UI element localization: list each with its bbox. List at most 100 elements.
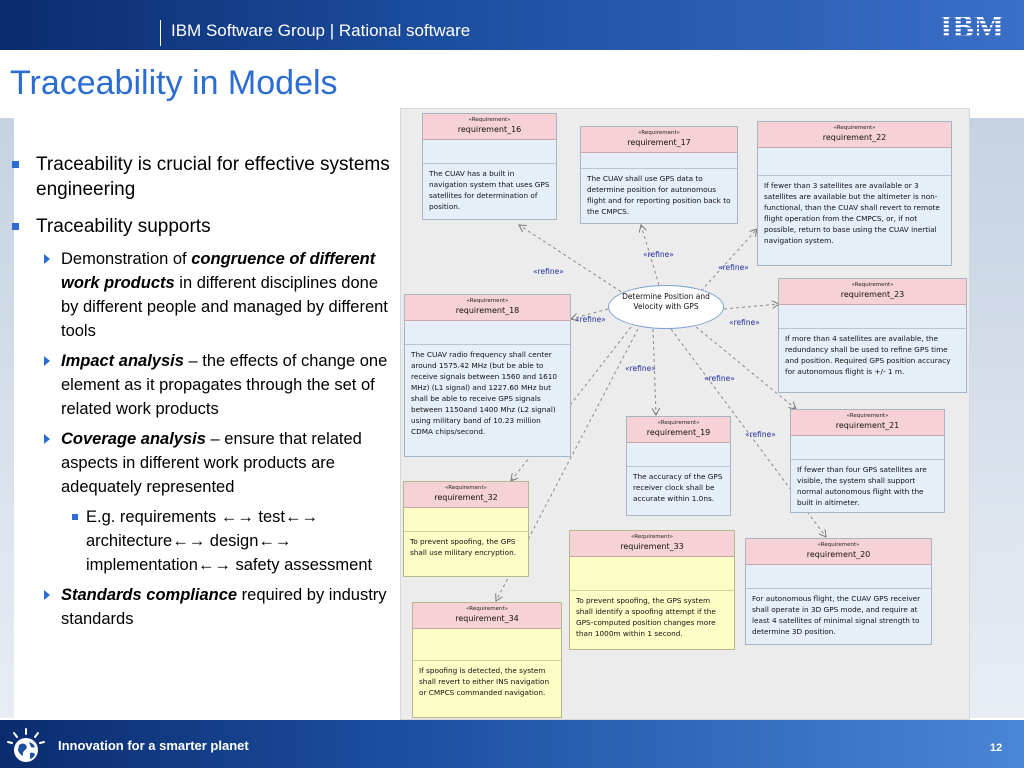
requirement-compartment: [405, 321, 570, 345]
page-title: Traceability in Models: [10, 64, 338, 102]
footer-slogan: Innovation for a smarter planet: [58, 738, 249, 753]
bullet-level1: Traceability supports: [12, 214, 398, 239]
refine-label: «refine»: [745, 430, 776, 439]
smarter-planet-globe-icon: [7, 728, 45, 762]
requirement-header: «Requirement»requirement_16: [423, 114, 556, 140]
bullet-text: Demonstration of: [61, 250, 192, 268]
bullet-text: required by industry standards: [61, 586, 387, 628]
stereotype: «Requirement»: [630, 534, 674, 540]
requirement-text: To prevent spoofing, the GPS shall use m…: [410, 537, 517, 557]
stereotype: «Requirement»: [833, 125, 876, 131]
requirement-name: requirement_20: [806, 550, 871, 559]
requirement-node[interactable]: «Requirement»requirement_16 The CUAV has…: [422, 113, 557, 220]
requirement-compartment: [581, 153, 737, 169]
requirement-header: «Requirement»requirement_34: [413, 603, 561, 629]
bullet-level1: Traceability is crucial for effective sy…: [12, 152, 398, 202]
group-name: IBM Software Group | Rational software: [171, 21, 471, 40]
bullet-list: Traceability is crucial for effective sy…: [12, 152, 398, 637]
stereotype: «Requirement»: [637, 130, 681, 136]
requirement-compartment: [779, 305, 966, 329]
bullet-level2: Standards compliance required by industr…: [12, 583, 398, 631]
bullet-triangle-icon: [44, 590, 50, 600]
requirement-text: If fewer than four GPS satellites are vi…: [797, 465, 927, 507]
bullet-square-icon: [72, 514, 78, 520]
requirement-node[interactable]: «Requirement» requirement_23 If more than…: [778, 278, 967, 393]
requirement-node[interactable]: «Requirement» requirement_22 If fewer tha…: [757, 121, 952, 266]
requirement-node[interactable]: «Requirement» requirement_21 If fewer tha…: [790, 409, 945, 513]
requirement-node[interactable]: «Requirement»requirement_17 The CUAV sha…: [580, 126, 738, 224]
requirement-compartment: [758, 148, 951, 176]
bullet-text: Traceability supports: [36, 216, 211, 237]
refine-label: «refine»: [575, 315, 606, 324]
stereotype: «Requirement»: [817, 542, 860, 548]
bullet-square-icon: [12, 161, 19, 168]
bullet-emphasis: congruence of different work products: [61, 250, 376, 292]
bullet-text: in different disciplines done by differe…: [61, 274, 388, 340]
requirement-name: requirement_18: [455, 306, 520, 315]
requirement-header: «Requirement» requirement_20: [746, 539, 931, 565]
requirement-name: requirement_23: [840, 290, 905, 299]
requirement-node[interactable]: «Requirement» requirement_33 To prevent s…: [569, 530, 735, 650]
requirement-compartment: [746, 565, 931, 589]
requirement-header: «Requirement» requirement_23: [779, 279, 966, 305]
refine-line-18: [571, 308, 609, 319]
stereotype: «Requirement»: [465, 606, 509, 612]
requirement-header: «Requirement» requirement_21: [791, 410, 944, 436]
requirement-node[interactable]: «Requirement»requirement_32 To prevent s…: [403, 481, 529, 577]
requirement-name: requirement_16: [457, 125, 522, 134]
requirement-header: «Requirement»requirement_32: [404, 482, 528, 508]
requirement-header: «Requirement»requirement_17: [581, 127, 737, 153]
bullet-level3: E.g. requirements ←→ test←→ architecture…: [12, 505, 398, 577]
bullet-text: – the effects of change one element as i…: [61, 352, 388, 418]
requirement-text: The accuracy of the GPS receiver clock s…: [633, 472, 723, 503]
requirement-text: The CUAV radio frequency shall center ar…: [411, 350, 558, 436]
requirement-node[interactable]: «Requirement» requirement_20 For autonomo…: [745, 538, 932, 645]
refine-label: «refine»: [533, 267, 564, 276]
requirement-compartment: [570, 557, 734, 591]
requirement-compartment: [791, 436, 944, 460]
stereotype: «Requirement»: [846, 413, 889, 419]
requirement-name: requirement_21: [835, 421, 900, 430]
requirement-header: «Requirement» requirement_22: [758, 122, 951, 148]
requirement-text: For autonomous flight, the CUAV GPS rece…: [752, 594, 921, 636]
requirement-text: If fewer than 3 satellites are available…: [764, 181, 940, 245]
requirement-compartment: [423, 140, 556, 164]
side-band-left: [0, 118, 14, 718]
bullet-square-icon: [12, 223, 19, 230]
header-separator: [160, 20, 161, 46]
requirement-name: requirement_32: [434, 493, 498, 502]
requirement-text: If spoofing is detected, the system shal…: [419, 666, 550, 697]
requirement-text: The CUAV shall use GPS data to determine…: [587, 174, 731, 216]
bullet-text: – ensure that related aspects in differe…: [61, 430, 362, 496]
requirement-node[interactable]: «Requirement»requirement_34 If spoofing …: [412, 602, 562, 718]
side-band-right: [968, 118, 1024, 718]
stereotype: «Requirement»: [466, 298, 509, 304]
refine-label: «refine»: [625, 364, 656, 373]
stereotype: «Requirement»: [851, 282, 894, 288]
requirement-node[interactable]: «Requirement» requirement_18 The CUAV rad…: [404, 294, 571, 457]
bullet-text: Traceability is crucial for effective sy…: [36, 154, 390, 200]
refine-line-22: [700, 229, 757, 292]
use-case-node[interactable]: Determine Position and Velocity with GPS: [608, 285, 724, 329]
header-bar: IBM Software Group | Rational software I…: [0, 0, 1024, 50]
requirement-compartment: [404, 508, 528, 532]
requirement-text: If more than 4 satellites are available,…: [785, 334, 951, 376]
requirement-header: «Requirement» requirement_33: [570, 531, 734, 557]
requirement-name: requirement_33: [620, 542, 684, 551]
refine-line-19: [653, 328, 656, 415]
refine-label: «refine»: [704, 374, 735, 383]
requirement-text: To prevent spoofing, the GPS system shal…: [576, 596, 716, 638]
bullet-emphasis: Coverage analysis: [61, 430, 206, 448]
bullet-level2: Impact analysis – the effects of change …: [12, 349, 398, 421]
refine-label: «refine»: [643, 250, 674, 259]
refine-label: «refine»: [729, 318, 760, 327]
requirement-compartment: [413, 629, 561, 661]
requirements-diagram: Determine Position and Velocity with GPS…: [400, 108, 970, 720]
stereotype: «Requirement»: [657, 420, 700, 426]
bullet-triangle-icon: [44, 434, 50, 444]
requirement-name: requirement_22: [822, 133, 887, 142]
footer-bar: Innovation for a smarter planet 12: [0, 720, 1024, 768]
requirement-node[interactable]: «Requirement»requirement_19 The accuracy…: [626, 416, 731, 516]
bullet-emphasis: Impact analysis: [61, 352, 184, 370]
bullet-triangle-icon: [44, 254, 50, 264]
